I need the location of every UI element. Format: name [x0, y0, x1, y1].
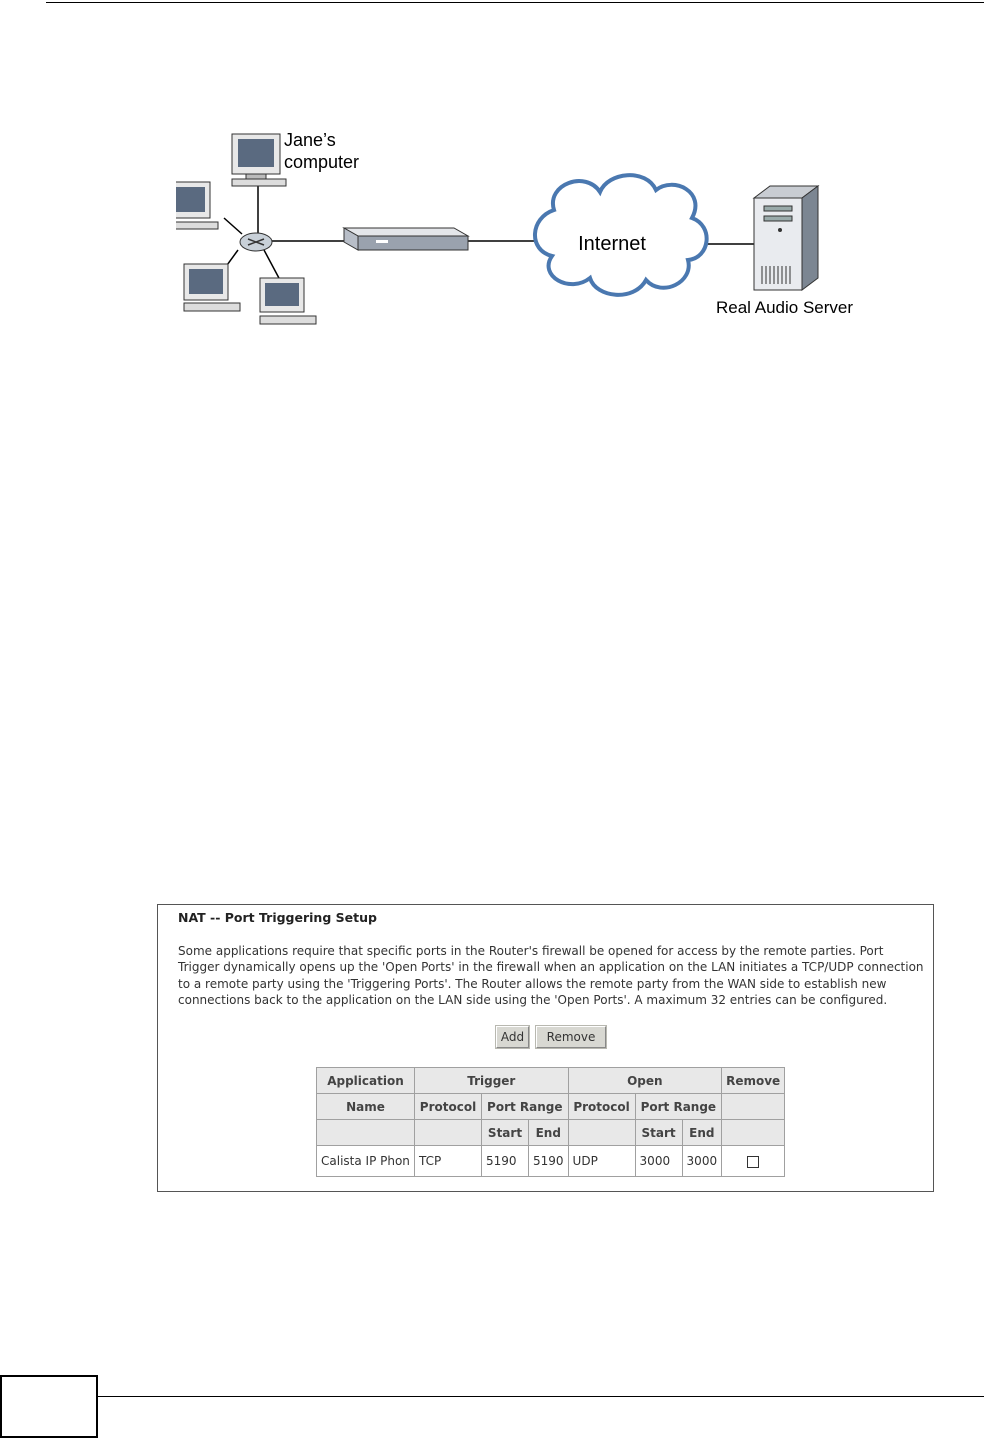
col-open-end-header: End	[681, 1119, 723, 1146]
panel-description: Some applications require that specific …	[178, 943, 926, 1009]
cloud-icon: Internet	[533, 173, 709, 297]
description-line: Some applications require that specific …	[178, 944, 884, 958]
internet-label: Internet	[578, 233, 646, 255]
cell-open-protocol: UDP	[567, 1145, 636, 1177]
table-header-row: Application Trigger Open Remove	[316, 1067, 786, 1094]
cell-trigger-protocol: TCP	[414, 1145, 482, 1177]
col-open-protocol-header: Protocol	[567, 1093, 636, 1120]
port-trigger-table: Application Trigger Open Remove Name Pro…	[316, 1067, 786, 1177]
janes-computer-label-line2: computer	[284, 152, 359, 172]
panel-title: NAT -- Port Triggering Setup	[178, 910, 377, 925]
computer-icon	[176, 181, 219, 230]
col-open-port-range-header: Port Range	[634, 1093, 723, 1120]
col-trigger-end-header: End	[528, 1119, 569, 1146]
add-button[interactable]: Add	[495, 1025, 530, 1049]
server-icon	[752, 185, 820, 291]
remove-checkbox[interactable]	[747, 1155, 760, 1168]
network-diagram-svg: Internet Jane’s computer Real Audi	[176, 130, 853, 325]
table-header-row: Start End Start End	[316, 1119, 786, 1146]
empty-header-cell	[567, 1119, 636, 1146]
empty-header-cell	[414, 1119, 482, 1146]
description-line: connections back to the application on t…	[178, 993, 888, 1008]
janes-computer-icon	[231, 133, 287, 187]
page-number-box	[0, 1375, 98, 1438]
remove-button[interactable]: Remove	[535, 1025, 607, 1049]
janes-computer-label-line1: Jane’s	[284, 130, 336, 150]
computer-icon	[259, 277, 317, 325]
empty-header-cell	[721, 1119, 786, 1146]
cell-application-name: Calista IP Phon	[316, 1145, 415, 1177]
col-trigger-start-header: Start	[481, 1119, 529, 1146]
cell-open-end: 3000	[681, 1145, 723, 1177]
footer-rule	[0, 1396, 984, 1397]
table-header-row: Name Protocol Port Range Protocol Port R…	[316, 1093, 786, 1120]
table-row: Calista IP Phon TCP 5190 5190 UDP 3000 3…	[316, 1145, 786, 1177]
description-line: Trigger dynamically opens up the 'Open P…	[178, 960, 924, 975]
col-open-start-header: Start	[634, 1119, 683, 1146]
col-name-header: Name	[316, 1093, 415, 1120]
cell-remove	[721, 1145, 786, 1177]
network-diagram: Internet Jane’s computer Real Audi	[176, 126, 878, 330]
port-triggering-panel: NAT -- Port Triggering Setup Some applic…	[157, 904, 934, 1192]
empty-header-cell	[316, 1119, 415, 1146]
cell-trigger-start: 5190	[481, 1145, 529, 1177]
col-remove-header: Remove	[721, 1067, 786, 1094]
col-trigger-protocol-header: Protocol	[414, 1093, 482, 1120]
hub-icon	[239, 232, 273, 252]
router-icon	[342, 227, 470, 251]
col-trigger-header: Trigger	[414, 1067, 569, 1094]
cell-open-start: 3000	[634, 1145, 683, 1177]
computer-icon	[183, 263, 241, 312]
empty-header-cell	[721, 1093, 786, 1120]
col-open-header: Open	[567, 1067, 723, 1094]
cell-trigger-end: 5190	[528, 1145, 569, 1177]
col-application-header: Application	[316, 1067, 415, 1094]
header-rule	[46, 2, 984, 3]
description-line: to a remote party using the 'Triggering …	[178, 976, 887, 991]
real-audio-server-label: Real Audio Server	[716, 298, 853, 317]
col-trigger-port-range-header: Port Range	[481, 1093, 569, 1120]
